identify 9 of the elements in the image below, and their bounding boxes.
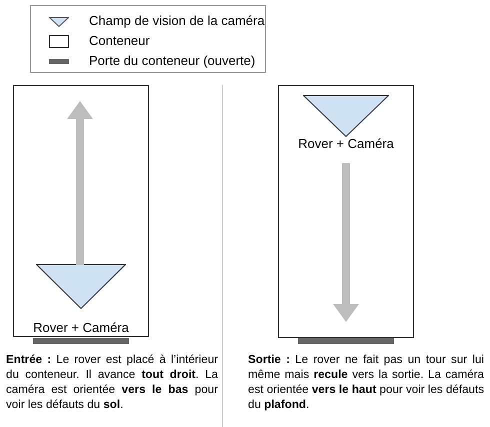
node-label: Rover + Caméra xyxy=(33,320,129,335)
container-outline xyxy=(13,85,149,337)
node-label: Rover + Caméra xyxy=(298,136,394,151)
description-text: Entrée : Le rover est placé à l’intérieur du conteneur. Il avance tout droit. La caméra est orientée vers le bas pour voir les défauts du sol. xyxy=(6,352,218,412)
description-text: Sortie : Le rover ne fait pas un tour sur lui même mais recule vers la sortie. La caméra est orientée vers le haut pour voir les défauts du plafond. xyxy=(248,352,484,412)
legend-label: Conteneur xyxy=(89,33,150,48)
legend-label: Porte du conteneur (ouverte) xyxy=(89,53,256,68)
legend-label: Champ de vision de la caméra xyxy=(89,13,265,28)
container-outline xyxy=(278,85,414,338)
